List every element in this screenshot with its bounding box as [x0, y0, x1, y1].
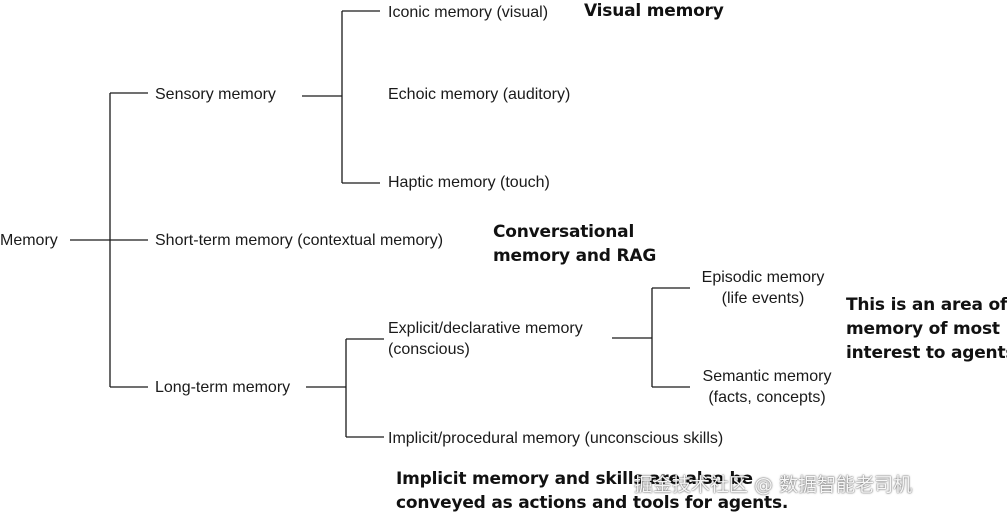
annotation-implicit-line-2: conveyed as actions and tools for agents…	[396, 493, 789, 513]
node-episodic-line-2: (life events)	[721, 290, 805, 307]
watermark: 掘金技术社区 @ 数据智能老司机	[634, 474, 913, 496]
node-explicit-line-2: (conscious)	[388, 341, 470, 358]
node-echoic-memory: Echoic memory (auditory)	[388, 86, 571, 103]
node-explicit-memory: Explicit/declarative memory (conscious)	[388, 318, 583, 360]
node-long-term-memory: Long-term memory	[155, 379, 291, 396]
node-episodic-line-1: Episodic memory	[701, 269, 825, 286]
annotation-conversational: Conversational memory and RAG	[493, 220, 656, 268]
node-episodic-memory: Episodic memory (life events)	[692, 267, 834, 309]
node-iconic-memory: Iconic memory (visual)	[388, 4, 549, 21]
annotation-implicit-note: Implicit memory and skills are also be c…	[396, 467, 788, 514]
node-haptic-memory: Haptic memory (touch)	[388, 174, 550, 191]
annotation-agents-line-3: interest to agents.	[846, 343, 1007, 363]
node-implicit-memory: Implicit/procedural memory (unconscious …	[388, 430, 724, 447]
node-explicit-line-1: Explicit/declarative memory	[388, 320, 583, 337]
node-semantic-line-2: (facts, concepts)	[708, 389, 826, 406]
annotation-agents-interest: This is an area of memory of most intere…	[846, 293, 1007, 365]
annotation-conversational-line-2: memory and RAG	[493, 246, 657, 266]
node-semantic-line-1: Semantic memory	[702, 368, 832, 385]
node-sensory-memory: Sensory memory	[155, 86, 276, 103]
annotation-visual-memory: Visual memory	[584, 1, 724, 21]
node-semantic-memory: Semantic memory (facts, concepts)	[692, 366, 842, 408]
node-memory: Memory	[0, 232, 58, 249]
node-short-term-memory: Short-term memory (contextual memory)	[155, 232, 444, 249]
annotation-conversational-line-1: Conversational	[493, 222, 635, 242]
annotation-agents-line-1: This is an area of	[846, 295, 1007, 315]
annotation-implicit-line-1: Implicit memory and skills are also be	[396, 469, 753, 489]
annotation-agents-line-2: memory of most	[846, 319, 1000, 339]
